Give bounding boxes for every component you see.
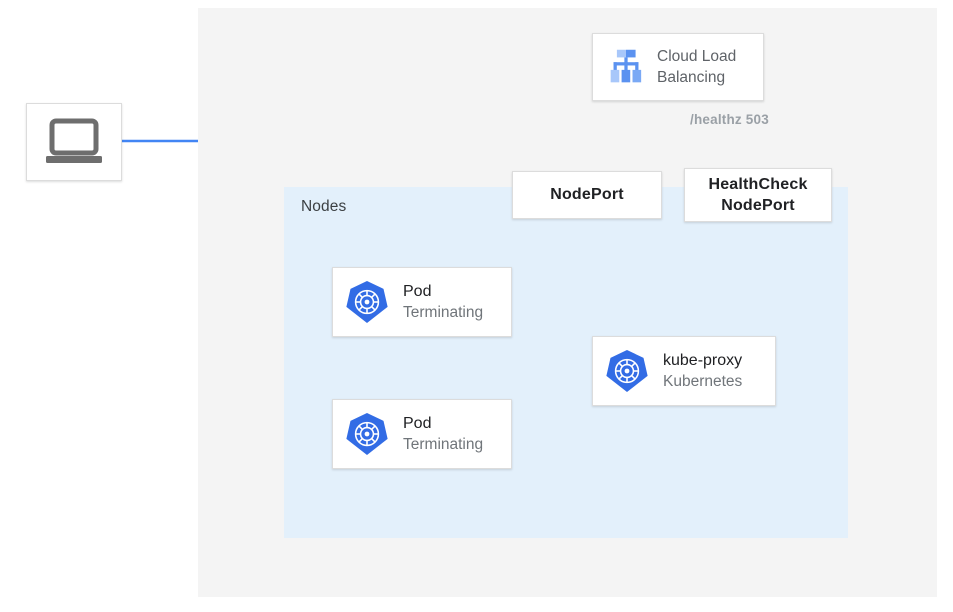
kubernetes-icon xyxy=(606,350,648,392)
kube-proxy-title: kube-proxy xyxy=(663,351,743,369)
client-node[interactable] xyxy=(26,103,122,181)
healthz-edge-label: /healthz 503 xyxy=(690,112,769,127)
kube-proxy-subtitle: Kubernetes xyxy=(663,372,743,390)
pod-node-2[interactable]: Pod Terminating xyxy=(332,399,512,469)
kubernetes-icon xyxy=(346,281,388,323)
cloud-load-balancing-label: Cloud Load Balancing xyxy=(657,46,736,88)
clb-label-line2: Balancing xyxy=(657,69,726,86)
healthcheck-nodeport-node[interactable]: HealthCheck NodePort xyxy=(684,168,832,222)
nodeport-node[interactable]: NodePort xyxy=(512,171,662,219)
nodeport-label: NodePort xyxy=(550,186,624,203)
cloud-load-balancing-node[interactable]: Cloud Load Balancing xyxy=(592,33,764,101)
pod-node-2-text: Pod Terminating xyxy=(403,414,483,455)
clb-label-line1: Cloud Load xyxy=(657,48,737,65)
healthcheck-nodeport-label: HealthCheck NodePort xyxy=(708,174,807,216)
hcnodeport-label-line1: HealthCheck xyxy=(708,176,808,193)
pod-node-1-status: Terminating xyxy=(403,303,484,321)
cloud-load-balancing-icon xyxy=(610,49,642,83)
pod-node-2-status: Terminating xyxy=(403,435,484,453)
kubernetes-icon xyxy=(346,413,388,455)
pod-node-1-title: Pod xyxy=(403,282,432,300)
kube-proxy-text: kube-proxy Kubernetes xyxy=(663,351,742,392)
pod-node-2-title: Pod xyxy=(403,414,432,432)
laptop-icon xyxy=(46,118,102,163)
hcnodeport-label-line2: NodePort xyxy=(721,197,795,214)
pod-node-1-text: Pod Terminating xyxy=(403,282,483,323)
kube-proxy-node[interactable]: kube-proxy Kubernetes xyxy=(592,336,776,406)
pod-node-1[interactable]: Pod Terminating xyxy=(332,267,512,337)
nodes-region-label: Nodes xyxy=(301,198,347,215)
